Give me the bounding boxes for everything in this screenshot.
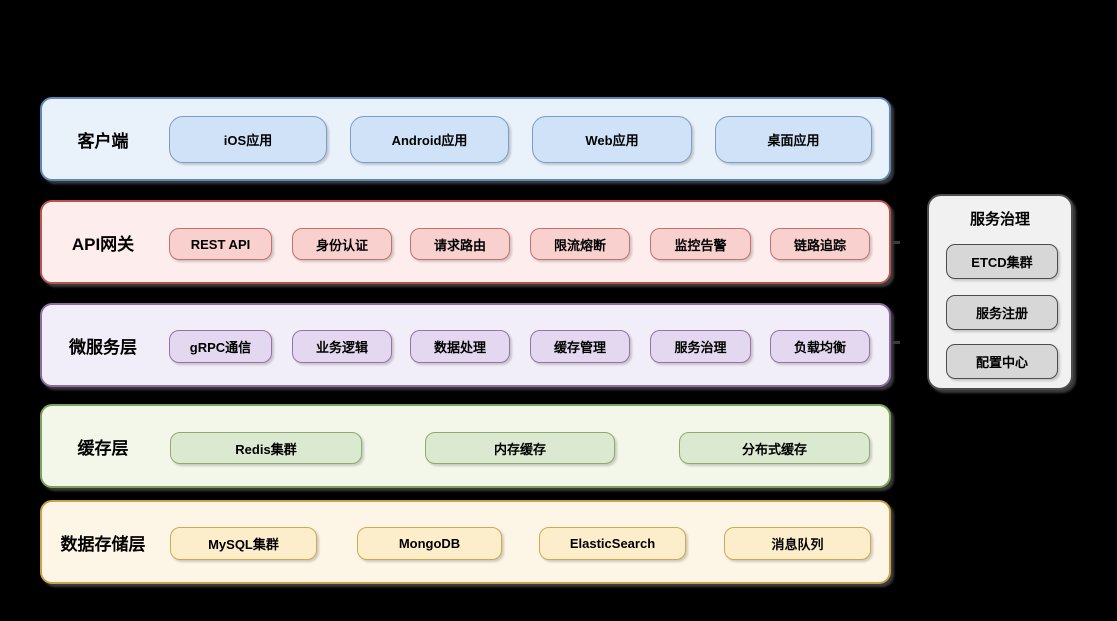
diagram-node: Web应用 — [532, 116, 692, 163]
diagram-node: 桌面应用 — [715, 116, 872, 163]
diagram-node: gRPC通信 — [169, 330, 272, 363]
diagram-node: 数据处理 — [410, 330, 510, 363]
panel-node: ETCD集群 — [946, 244, 1058, 279]
client-layer: 客户端 iOS应用 Android应用 Web应用 桌面应用 — [40, 97, 891, 181]
diagram-node: Redis集群 — [170, 432, 362, 464]
diagram-node: ElasticSearch — [539, 527, 686, 560]
diagram-node: 限流熔断 — [530, 228, 630, 260]
diagram-node: 内存缓存 — [425, 432, 615, 464]
layer-label: 缓存层 — [77, 438, 129, 458]
api-gateway-layer: API网关 REST API 身份认证 请求路由 限流熔断 监控告警 链路追踪 — [40, 200, 891, 284]
panel-node: 服务注册 — [946, 295, 1058, 330]
diagram-node: 链路追踪 — [770, 228, 870, 260]
diagram-node: 负载均衡 — [770, 330, 870, 363]
diagram-node: 请求路由 — [410, 228, 510, 260]
layer-label: 客户端 — [77, 131, 129, 151]
connector-stub — [891, 241, 900, 244]
diagram-node: 服务治理 — [650, 330, 751, 363]
diagram-node: 缓存管理 — [530, 330, 630, 363]
diagram-node: 业务逻辑 — [292, 330, 392, 363]
cache-layer: 缓存层 Redis集群 内存缓存 分布式缓存 — [40, 404, 891, 488]
microservice-layer: 微服务层 gRPC通信 业务逻辑 数据处理 缓存管理 服务治理 负载均衡 — [40, 303, 891, 387]
data-storage-layer: 数据存储层 MySQL集群 MongoDB ElasticSearch 消息队列 — [40, 500, 891, 584]
diagram-node: 监控告警 — [650, 228, 751, 260]
diagram-node: Android应用 — [350, 116, 509, 163]
diagram-node: MongoDB — [357, 527, 502, 560]
layer-label: API网关 — [71, 234, 135, 254]
diagram-node: iOS应用 — [169, 116, 327, 163]
panel-node: 配置中心 — [946, 344, 1058, 379]
diagram-node: 消息队列 — [724, 527, 871, 560]
diagram-node: REST API — [169, 228, 272, 260]
diagram-node: MySQL集群 — [170, 527, 317, 560]
diagram-node: 分布式缓存 — [679, 432, 870, 464]
connector-stub — [891, 341, 900, 344]
service-governance-panel: 服务治理 ETCD集群 服务注册 配置中心 — [927, 194, 1073, 390]
panel-title: 服务治理 — [969, 211, 1030, 228]
layer-label: 数据存储层 — [60, 534, 146, 554]
diagram-node: 身份认证 — [292, 228, 392, 260]
layer-label: 微服务层 — [69, 337, 137, 357]
